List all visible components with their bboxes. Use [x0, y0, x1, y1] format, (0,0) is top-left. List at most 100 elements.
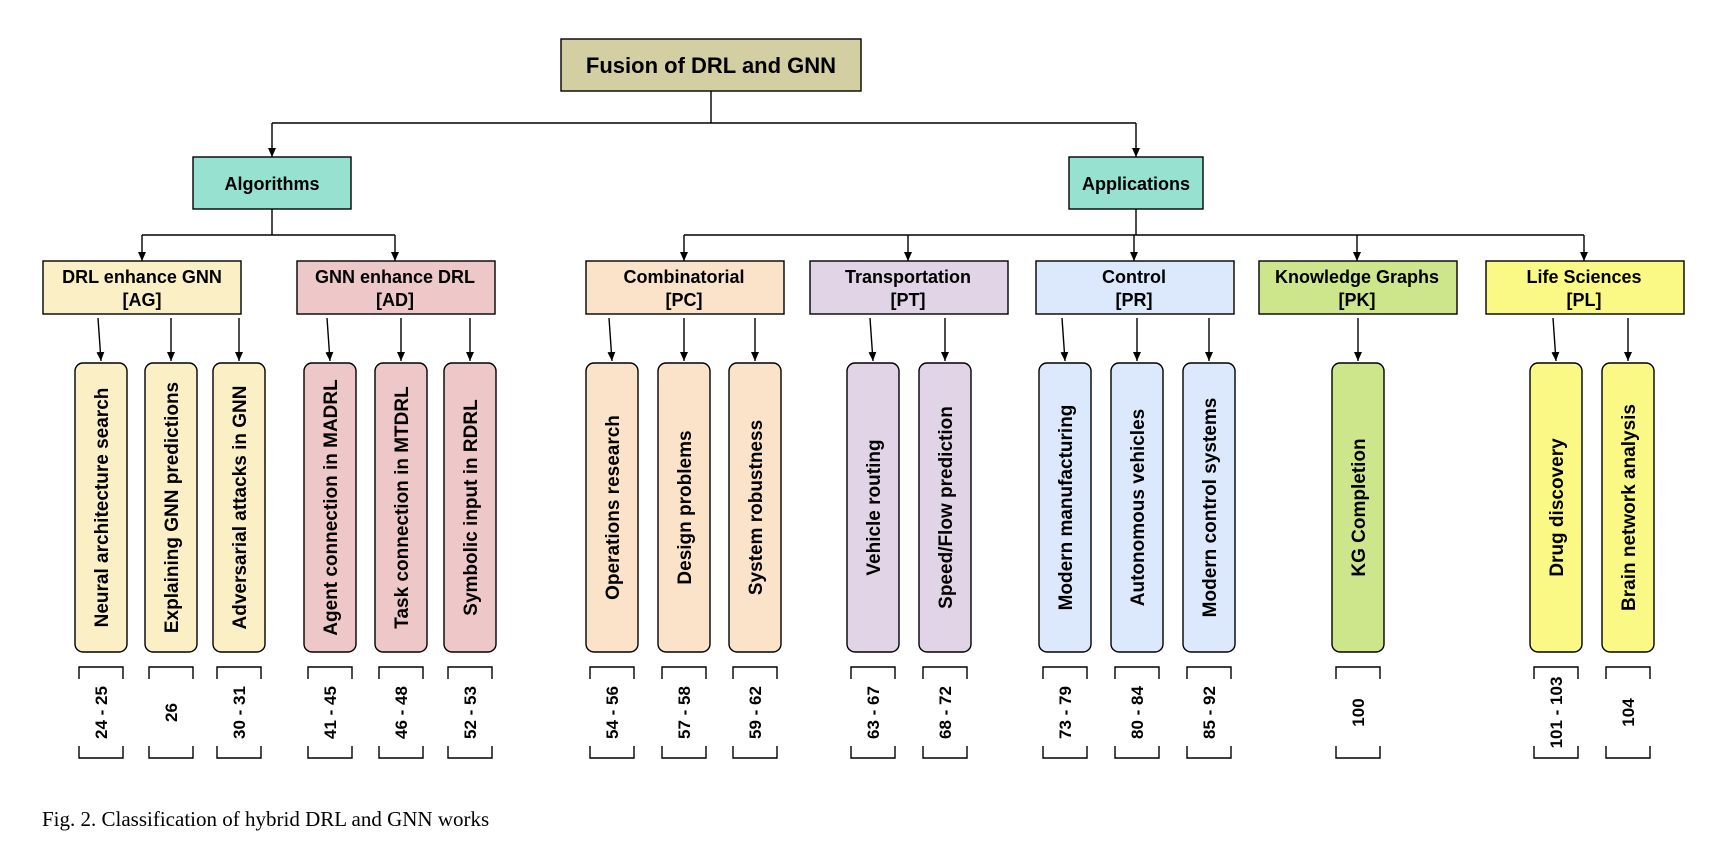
- reference-range: 26: [162, 703, 181, 722]
- category-node-code: [PR]: [1116, 290, 1153, 310]
- reference-bracket: 80 - 84: [1114, 666, 1160, 759]
- category-node-code: [PL]: [1567, 290, 1602, 310]
- reference-bracket-bottom: [307, 746, 353, 759]
- reference-bracket-top: [850, 666, 896, 679]
- reference-bracket-bottom: [1114, 746, 1160, 759]
- leaf-node: Modern control systems: [1182, 362, 1236, 653]
- leaf-node-label: Neural architecture search: [92, 388, 113, 628]
- leaf-node-label: Speed/Flow prediction: [936, 406, 957, 609]
- leaf-node: Autonomous vehicles: [1110, 362, 1164, 653]
- reference-bracket: 104: [1605, 666, 1651, 759]
- category-node-box: [585, 260, 785, 315]
- reference-bracket-bottom: [378, 746, 424, 759]
- reference-bracket-top: [148, 666, 194, 679]
- reference-range: 41 - 45: [321, 686, 340, 739]
- reference-bracket-bottom: [1533, 746, 1579, 759]
- category-node-label: Combinatorial: [623, 267, 744, 287]
- reference-bracket-top: [216, 666, 262, 679]
- reference-bracket-bottom: [148, 746, 194, 759]
- reference-bracket: 59 - 62: [732, 666, 778, 759]
- root-node-label: Fusion of DRL and GNN: [586, 53, 836, 78]
- reference-range: 46 - 48: [392, 686, 411, 739]
- reference-bracket-bottom: [1605, 746, 1651, 759]
- reference-bracket: 24 - 25: [78, 666, 124, 759]
- leaf-node-box: [144, 362, 198, 653]
- reference-bracket: 100: [1335, 666, 1381, 759]
- category-node-box: [1035, 260, 1235, 315]
- leaf-arrow: [1060, 317, 1069, 362]
- reference-bracket-top: [307, 666, 353, 679]
- leaf-node: Drug discovery: [1529, 362, 1583, 653]
- leaf-node-label: Task connection in MTDRL: [392, 386, 413, 629]
- reference-bracket: 85 - 92: [1186, 666, 1232, 759]
- reference-bracket-bottom: [447, 746, 493, 759]
- reference-bracket-bottom: [661, 746, 707, 759]
- category-node-label: Control: [1102, 267, 1166, 287]
- category-node-code: [PK]: [1339, 290, 1376, 310]
- leaf-node: Design problems: [657, 362, 711, 653]
- reference-bracket-bottom: [922, 746, 968, 759]
- category-node-box: [1485, 260, 1685, 315]
- reference-bracket-bottom: [78, 746, 124, 759]
- leaf-node: KG Completion: [1331, 362, 1385, 653]
- category-node-label: Transportation: [845, 267, 971, 287]
- level1-node-label: Applications: [1082, 174, 1190, 194]
- reference-range: 24 - 25: [92, 686, 111, 739]
- leaf-node-box: [74, 362, 128, 653]
- leaf-node-box: [212, 362, 266, 653]
- leaf-node-box: [303, 362, 357, 653]
- reference-bracket-top: [1114, 666, 1160, 679]
- leaf-node-label: Modern manufacturing: [1056, 405, 1077, 611]
- category-node-code: [AG]: [123, 290, 162, 310]
- connectors: [96, 91, 1632, 362]
- reference-range: 85 - 92: [1200, 686, 1219, 739]
- leaf-node: Operations research: [585, 362, 639, 653]
- reference-bracket: 73 - 79: [1042, 666, 1088, 759]
- leaf-node-label: Operations research: [603, 415, 624, 600]
- reference-bracket-top: [589, 666, 635, 679]
- reference-range: 68 - 72: [936, 686, 955, 739]
- reference-bracket: 63 - 67: [850, 666, 896, 759]
- level1-node-label: Algorithms: [224, 174, 319, 194]
- leaf-node-box: [846, 362, 900, 653]
- leaf-node: Agent connection in MADRL: [303, 362, 357, 653]
- level1-node-box: [1068, 156, 1204, 210]
- reference-range: 100: [1349, 698, 1368, 726]
- leaf-arrow: [325, 317, 334, 362]
- leaf-node-box: [585, 362, 639, 653]
- category-node-pk: Knowledge Graphs [PK]: [1258, 260, 1458, 315]
- reference-bracket-bottom: [589, 746, 635, 759]
- reference-bracket-top: [732, 666, 778, 679]
- reference-range: 101 - 103: [1547, 677, 1566, 749]
- reference-range: 52 - 53: [461, 686, 480, 739]
- leaf-node-box: [374, 362, 428, 653]
- reference-bracket-top: [1335, 666, 1381, 679]
- leaf-node: Speed/Flow prediction: [918, 362, 972, 653]
- reference-bracket: 46 - 48: [378, 666, 424, 759]
- category-node-code: [AD]: [376, 290, 414, 310]
- reference-bracket: 101 - 103: [1533, 666, 1579, 759]
- reference-bracket-top: [1186, 666, 1232, 679]
- reference-bracket-top: [378, 666, 424, 679]
- reference-bracket-top: [1533, 666, 1579, 679]
- reference-range: 30 - 31: [230, 686, 249, 739]
- reference-range: 57 - 58: [675, 686, 694, 739]
- reference-bracket: 30 - 31: [216, 666, 262, 759]
- reference-bracket: 26: [148, 666, 194, 759]
- leaf-node-label: Brain network analysis: [1619, 404, 1640, 611]
- category-node-label: Knowledge Graphs: [1275, 267, 1439, 287]
- leaf-node-box: [443, 362, 497, 653]
- reference-bracket: 68 - 72: [922, 666, 968, 759]
- category-node-code: [PC]: [666, 290, 703, 310]
- leaf-node: Brain network analysis: [1601, 362, 1655, 653]
- leaf-node: Task connection in MTDRL: [374, 362, 428, 653]
- leaf-node-box: [728, 362, 782, 653]
- category-node-box: [809, 260, 1009, 315]
- reference-bracket: 41 - 45: [307, 666, 353, 759]
- leaf-node-box: [1529, 362, 1583, 653]
- leaf-node-label: Autonomous vehicles: [1128, 409, 1149, 606]
- leaf-node: Explaining GNN predictions: [144, 362, 198, 653]
- leaf-arrow: [868, 317, 877, 362]
- category-node-pl: Life Sciences[PL]: [1485, 260, 1685, 315]
- level1-node-applications: Applications: [1068, 156, 1204, 210]
